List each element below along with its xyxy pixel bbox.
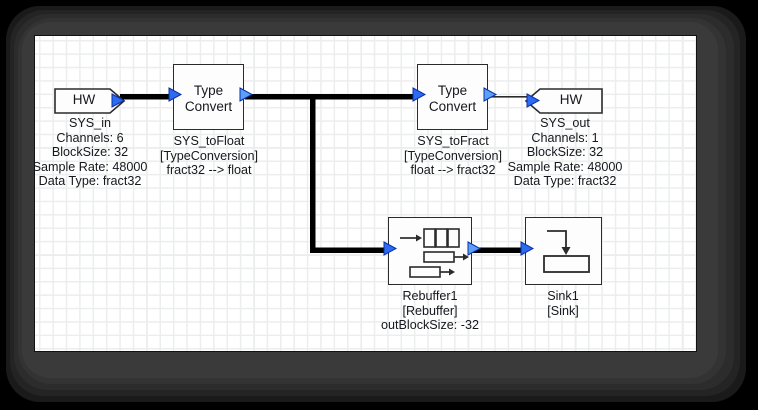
sys-tofloat-title-line2: Convert: [184, 99, 233, 114]
diagram-canvas[interactable]: HW SYS_in Channels: 6 BlockSize: 32 Samp…: [34, 35, 697, 352]
sys-tofloat-name: SYS_toFloat: [173, 134, 245, 148]
sys-in-name: SYS_in: [68, 116, 111, 130]
sys-tofract-type: [TypeConversion]: [403, 148, 502, 163]
caption-sink1: Sink1 [Sink]: [503, 289, 623, 318]
output-port-triangle-icon[interactable]: [467, 241, 483, 257]
sys-in-tag-label: HW: [72, 92, 96, 107]
caption-sys-in: SYS_in Channels: 6 BlockSize: 32 Sample …: [34, 116, 170, 189]
caption-sys-out: SYS_out Channels: 1 BlockSize: 32 Sample…: [485, 116, 645, 189]
input-port-triangle-icon[interactable]: [168, 87, 184, 103]
sys-in-prop-0: Channels: 6: [56, 130, 124, 145]
sys-out-prop-2: Sample Rate: 48000: [507, 159, 623, 174]
input-port-triangle-icon[interactable]: [412, 87, 428, 103]
input-port-triangle-icon[interactable]: [383, 241, 399, 257]
sys-in-prop-1: BlockSize: 32: [51, 145, 129, 160]
sink1-body[interactable]: [525, 217, 602, 285]
sys-tofloat-conversion: fract32 --> float: [166, 163, 252, 178]
sys-tofract-conversion: float --> fract32: [410, 163, 496, 178]
sys-tofloat-title-line1: Type: [193, 83, 224, 98]
output-port-triangle-icon[interactable]: [483, 87, 499, 103]
sys-tofloat-type: [TypeConversion]: [159, 148, 258, 163]
sink-bin-arrow-icon: [543, 230, 590, 273]
sys-tofract-name: SYS_toFract: [417, 134, 489, 148]
sys-in-tag-shape: [54, 88, 126, 114]
output-port-triangle-icon[interactable]: [239, 87, 255, 103]
rebuffer-blocks-icon: [400, 228, 469, 278]
sys-tofloat-body[interactable]: [173, 64, 244, 130]
input-port-triangle-icon[interactable]: [526, 93, 542, 109]
sys-tofract-title-line1: Type: [437, 83, 468, 98]
input-port-triangle-icon[interactable]: [520, 241, 536, 257]
caption-sys-tofloat: SYS_toFloat [TypeConversion] fract32 -->…: [138, 134, 280, 178]
sys-out-prop-3: Data Type: fract32: [513, 174, 617, 189]
caption-rebuffer1: Rebuffer1 [Rebuffer] outBlockSize: -32: [360, 289, 500, 333]
sys-in-prop-2: Sample Rate: 48000: [34, 159, 148, 174]
sys-in-prop-3: Data Type: fract32: [38, 174, 142, 189]
rebuffer1-param: outBlockSize: -32: [380, 318, 479, 333]
sys-out-name: SYS_out: [540, 116, 590, 130]
output-port-triangle-icon[interactable]: [111, 93, 127, 109]
sink1-type: [Sink]: [547, 303, 579, 318]
sys-out-prop-0: Channels: 1: [531, 130, 599, 145]
sys-out-tag-label: HW: [559, 92, 583, 107]
sys-out-prop-1: BlockSize: 32: [526, 145, 604, 160]
caption-sys-tofract: SYS_toFract [TypeConversion] float --> f…: [382, 134, 524, 178]
wire-layer: [120, 94, 532, 253]
sink1-name: Sink1: [547, 289, 579, 303]
rebuffer1-name: Rebuffer1: [402, 289, 458, 303]
sys-tofract-title-line2: Convert: [428, 99, 477, 114]
rebuffer1-type: [Rebuffer]: [402, 303, 458, 318]
